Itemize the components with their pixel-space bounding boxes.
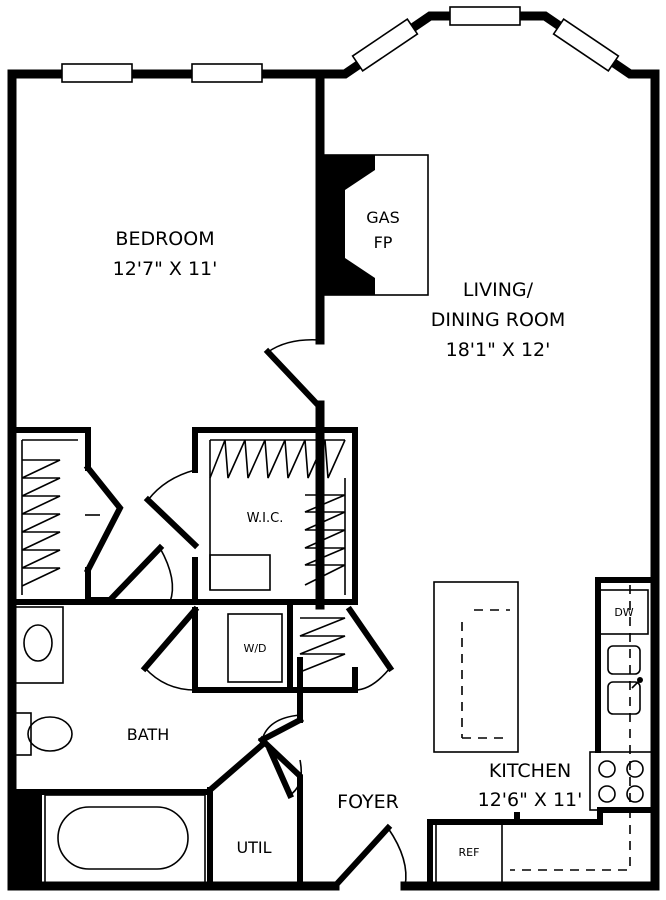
exterior-walls (7, 11, 660, 891)
window (61, 63, 133, 83)
util-door (266, 746, 294, 799)
kitchen-sink-right (607, 681, 641, 715)
bedroom-size: 12'7" X 11' (113, 258, 218, 280)
doors (83, 338, 407, 891)
living-label-line1: LIVING/ (463, 279, 534, 301)
bedroom-closet-door (83, 463, 124, 575)
closet-shelving (21, 439, 346, 673)
exterior-wall-block (10, 790, 42, 886)
window (191, 63, 263, 83)
ref-label: REF (459, 846, 480, 859)
linen-door (345, 605, 395, 673)
fireplace-label-line2: FP (374, 233, 393, 252)
bath-label: BATH (127, 725, 169, 744)
refrigerator (435, 821, 503, 885)
bath-door (105, 543, 165, 605)
kitchen-island (433, 581, 519, 753)
windows (61, 6, 620, 83)
living-label-line2: DINING ROOM (431, 309, 566, 331)
burner (626, 785, 644, 803)
burner (626, 760, 644, 778)
room-labels: BEDROOM 12'7" X 11' LIVING/ DINING ROOM … (113, 228, 583, 857)
hall-door (257, 715, 305, 745)
window (552, 17, 620, 73)
range (589, 751, 653, 811)
bedroom-label: BEDROOM (115, 228, 214, 250)
dishwasher (599, 589, 649, 635)
bathtub (44, 794, 206, 884)
bedroom-door (263, 347, 323, 410)
kitchen-fixtures: DW REF (433, 581, 653, 885)
wic-label: W.I.C. (247, 511, 284, 526)
bath-fixtures (14, 606, 206, 884)
washer-dryer: W/D (227, 613, 283, 683)
burner (598, 760, 616, 778)
fireplace-label-line1: GAS (366, 208, 400, 227)
dw-label: DW (614, 606, 633, 619)
vanity-counter (14, 606, 64, 684)
sink (23, 624, 53, 662)
kitchen-sink-left (607, 645, 641, 675)
util-label: UTIL (236, 838, 271, 857)
foyer-label: FOYER (337, 791, 399, 813)
entry-door (330, 823, 393, 891)
window (449, 6, 521, 26)
kitchen-size: 12'6" X 11' (478, 789, 583, 811)
toilet (27, 716, 73, 752)
window (351, 17, 419, 73)
kitchen-label: KITCHEN (489, 760, 571, 782)
burner (598, 785, 616, 803)
wd-label: W/D (243, 642, 266, 655)
gas-fireplace: GAS FP (321, 154, 429, 296)
toilet-tank (14, 712, 32, 756)
living-size: 18'1" X 12' (446, 339, 551, 361)
laundry-door (140, 605, 200, 673)
bathtub-basin (57, 806, 189, 870)
wic-door (143, 495, 200, 550)
